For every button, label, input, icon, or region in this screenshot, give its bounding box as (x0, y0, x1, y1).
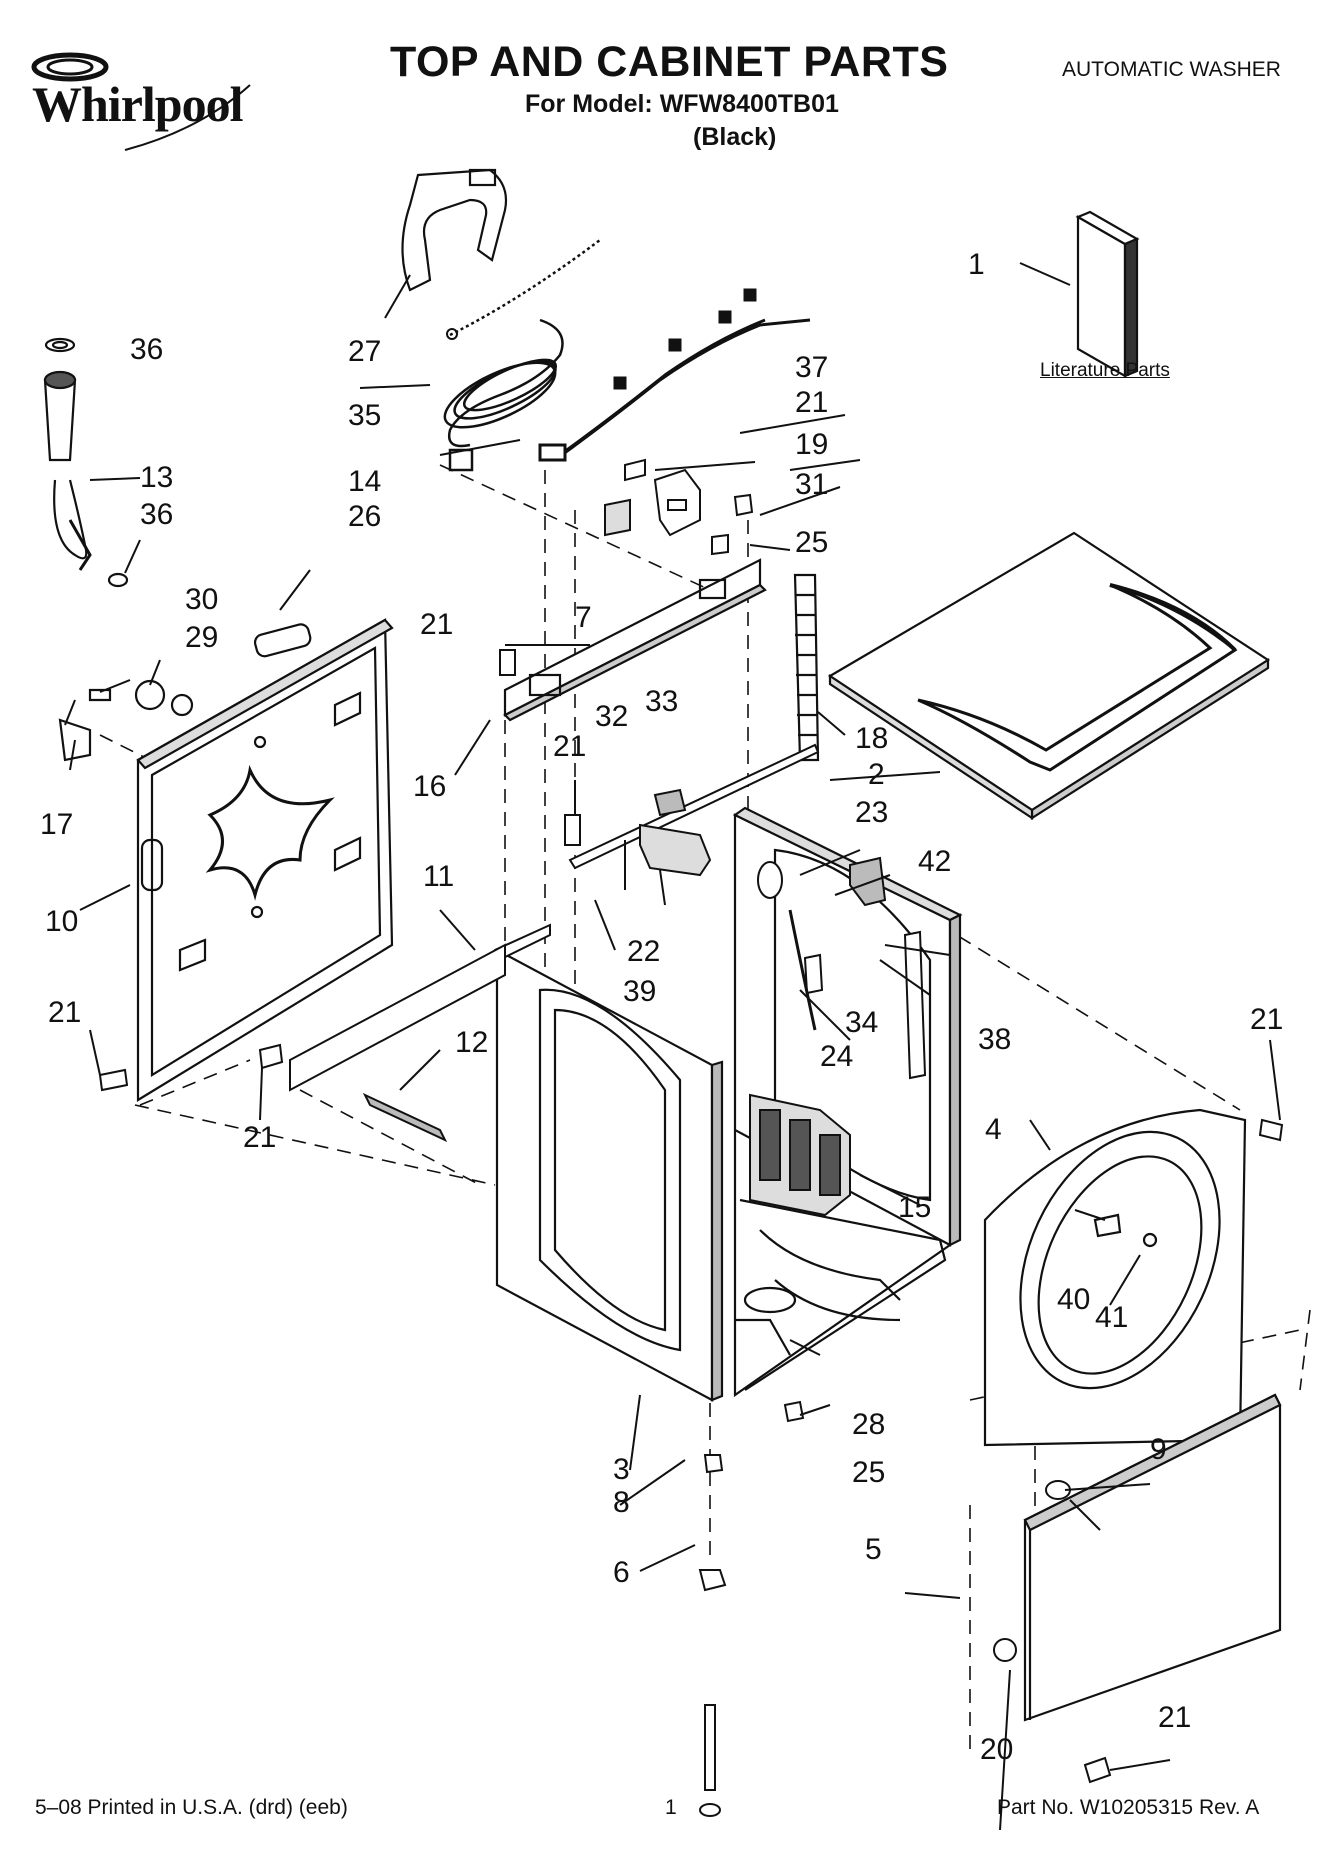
leader-arrows (64, 262, 1281, 1831)
top-lid (827, 531, 1271, 821)
clip-and-bracket (604, 468, 701, 537)
literature-booklet (1075, 210, 1140, 378)
leveling-leg (703, 1454, 724, 1474)
color-variant: (Black) (693, 123, 777, 151)
callout-20: 20 (980, 1733, 1014, 1766)
callout-16: 16 (413, 770, 447, 803)
callout-21-a: 21 (795, 386, 829, 419)
electronics-module (749, 1093, 851, 1217)
top-brace (503, 558, 767, 722)
callout-34: 34 (845, 1006, 879, 1039)
callout-21-d: 21 (48, 996, 82, 1029)
rear-panel (136, 618, 394, 1102)
callout-35: 35 (348, 399, 382, 432)
print-info: 5–08 Printed in U.S.A. (drd) (eeb) (35, 1796, 348, 1819)
left-side-panel (495, 948, 724, 1402)
callout-29: 29 (185, 621, 219, 654)
logo-swoosh-icon (31, 52, 251, 151)
callout-14: 14 (348, 465, 382, 498)
inlet-parts (43, 337, 312, 762)
cap-knob (993, 1638, 1017, 1662)
callout-40: 40 (1057, 1283, 1091, 1316)
literature-parts-label: Literature Parts (1040, 360, 1170, 381)
callout-23: 23 (855, 796, 889, 829)
cord-cover (401, 168, 508, 292)
callout-22: 22 (627, 935, 661, 968)
callout-21-e: 21 (1250, 1003, 1284, 1036)
callout-2: 2 (868, 758, 885, 791)
page-number: 1 (665, 1796, 677, 1819)
small-parts (639, 788, 927, 1080)
wire-harness (538, 288, 811, 462)
callout-9: 9 (1150, 1433, 1167, 1466)
braces (289, 743, 820, 1143)
power-cord (443, 318, 564, 472)
callout-31: 31 (795, 468, 829, 501)
callout-6: 6 (613, 1556, 630, 1589)
callout-30: 30 (185, 583, 219, 616)
brand-logo: Whirlpool (30, 45, 260, 155)
callout-10: 10 (45, 905, 79, 938)
tie-strap (449, 238, 601, 337)
appliance-category: AUTOMATIC WASHER (1062, 58, 1281, 81)
callout-15: 15 (898, 1191, 932, 1224)
part-number: Part No. W10205315 Rev. A (997, 1796, 1260, 1819)
callout-11: 11 (423, 860, 455, 893)
callout-38: 38 (978, 1023, 1012, 1056)
page-title: TOP AND CABINET PARTS (390, 38, 949, 86)
callout-32: 32 (595, 700, 629, 733)
callout-37: 37 (795, 351, 829, 384)
callout-17: 17 (40, 808, 74, 841)
toe-panel (1023, 1393, 1282, 1722)
brand-name: Whirlpool (32, 76, 243, 132)
callout-27: 27 (348, 335, 382, 368)
callout-36-b: 36 (140, 498, 174, 531)
callout-26: 26 (348, 500, 382, 533)
callout-19: 19 (795, 428, 829, 461)
callout-39: 39 (623, 975, 657, 1008)
callout-21-f: 21 (243, 1121, 277, 1154)
callout-21-b: 21 (420, 608, 454, 641)
callout-21-c: 21 (553, 730, 587, 763)
drain-hose (793, 573, 820, 762)
callout-28: 28 (852, 1408, 886, 1441)
callout-3: 3 (613, 1453, 630, 1486)
callout-7: 7 (575, 601, 592, 634)
callout-42: 42 (918, 845, 952, 878)
screws (98, 458, 1284, 1817)
callout-4: 4 (985, 1113, 1002, 1146)
callout-8: 8 (613, 1486, 630, 1519)
callout-1: 1 (968, 248, 985, 281)
callout-33: 33 (645, 685, 679, 718)
callout-5: 5 (865, 1533, 882, 1566)
callout-21-g: 21 (1158, 1701, 1192, 1734)
callout-36-top: 36 (130, 333, 164, 366)
callout-13: 13 (140, 461, 174, 494)
callout-25-b: 25 (852, 1456, 886, 1489)
callout-25-a: 25 (795, 526, 829, 559)
callout-12: 12 (455, 1026, 489, 1059)
callout-24: 24 (820, 1040, 854, 1073)
front-panel (983, 1108, 1247, 1447)
callout-41: 41 (1095, 1301, 1129, 1334)
model-line: For Model: WFW8400TB01 (525, 90, 839, 118)
callout-18: 18 (855, 722, 889, 755)
